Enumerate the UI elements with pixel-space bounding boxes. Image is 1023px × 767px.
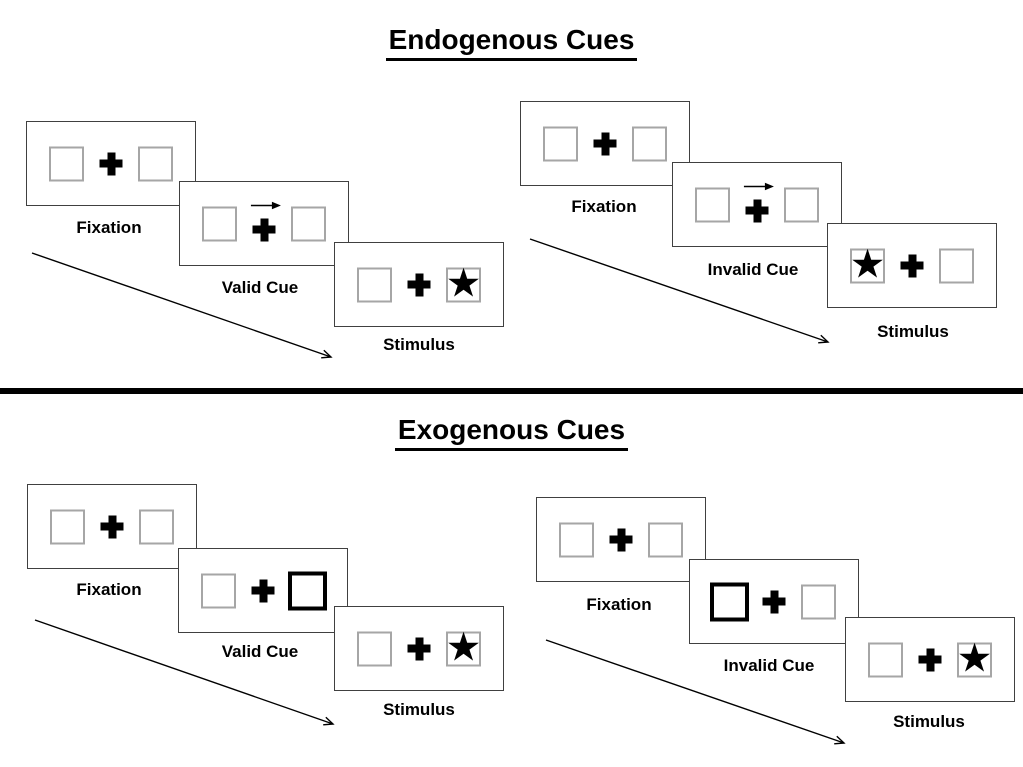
placeholder-box-left [357, 631, 392, 666]
panel-cue [178, 548, 348, 633]
panel-stimulus: ★ [334, 606, 504, 691]
fixation-cross-icon [762, 590, 786, 613]
placeholder-box-right [801, 584, 836, 619]
panel-fixation [536, 497, 706, 582]
placeholder-box-right [291, 206, 326, 241]
placeholder-box-right [138, 146, 173, 181]
step-label: Invalid Cue [723, 656, 815, 675]
step-label: Fixation [586, 595, 652, 614]
cue-arrow-icon [743, 182, 774, 191]
step-label: Stimulus [383, 335, 455, 354]
section-divider [0, 388, 1023, 394]
placeholder-box-left [868, 642, 903, 677]
placeholder-box-right [139, 509, 174, 544]
section-title: Endogenous Cues [385, 24, 638, 61]
fixation-cross-icon [252, 218, 276, 241]
timeline-arrow [34, 619, 335, 726]
timeline-arrow [545, 639, 846, 745]
step-label: Valid Cue [221, 278, 299, 297]
fixation-cross-icon [407, 273, 431, 296]
fixation-cross-icon [407, 637, 431, 660]
fixation-cross-icon [593, 132, 617, 155]
fixation-cross-icon [609, 528, 633, 551]
placeholder-box-right [939, 248, 974, 283]
step-label: Stimulus [877, 322, 949, 341]
fixation-cross-icon [745, 199, 769, 222]
cue-arrow-icon [250, 201, 281, 210]
fixation-cross-icon [918, 648, 942, 671]
target-box: ★ [957, 638, 993, 678]
step-label: Stimulus [383, 700, 455, 719]
step-label: Valid Cue [221, 642, 299, 661]
target-star-icon: ★ [849, 241, 886, 287]
placeholder-box-left [202, 206, 237, 241]
fixation-cross-icon [99, 152, 123, 175]
fixation-cross-icon [100, 515, 124, 538]
panel-cue [672, 162, 842, 247]
cued-box [710, 582, 749, 621]
section-title: Exogenous Cues [394, 414, 629, 451]
timeline-arrow [529, 238, 830, 344]
fixation-cross-icon [251, 579, 275, 602]
panel-cue [179, 181, 349, 266]
step-label: Fixation [76, 218, 142, 237]
panel-stimulus: ★ [334, 242, 504, 327]
timeline-arrow [31, 252, 333, 359]
fixation-cross-icon [900, 254, 924, 277]
target-box: ★ [850, 244, 886, 284]
panel-stimulus: ★ [827, 223, 997, 308]
step-label: Fixation [571, 197, 637, 216]
section-header-endogenous: Endogenous Cues [0, 24, 1023, 61]
panel-cue [689, 559, 859, 644]
target-star-icon: ★ [445, 260, 482, 306]
placeholder-box-left [201, 573, 236, 608]
placeholder-box-left [50, 509, 85, 544]
target-star-icon: ★ [445, 624, 482, 670]
panel-stimulus: ★ [845, 617, 1015, 702]
placeholder-box-right [784, 187, 819, 222]
placeholder-box-right [648, 522, 683, 557]
target-star-icon: ★ [956, 635, 993, 681]
placeholder-box-left [559, 522, 594, 557]
placeholder-box-right [632, 126, 667, 161]
placeholder-box-left [695, 187, 730, 222]
target-box: ★ [446, 627, 482, 667]
step-label: Fixation [76, 580, 142, 599]
step-label: Stimulus [893, 712, 965, 731]
placeholder-box-left [543, 126, 578, 161]
target-box: ★ [446, 263, 482, 303]
placeholder-box-left [49, 146, 84, 181]
panel-fixation [520, 101, 690, 186]
panel-fixation [27, 484, 197, 569]
placeholder-box-left [357, 267, 392, 302]
section-header-exogenous: Exogenous Cues [0, 414, 1023, 451]
step-label: Invalid Cue [707, 260, 799, 279]
panel-fixation [26, 121, 196, 206]
cued-box [288, 571, 327, 610]
